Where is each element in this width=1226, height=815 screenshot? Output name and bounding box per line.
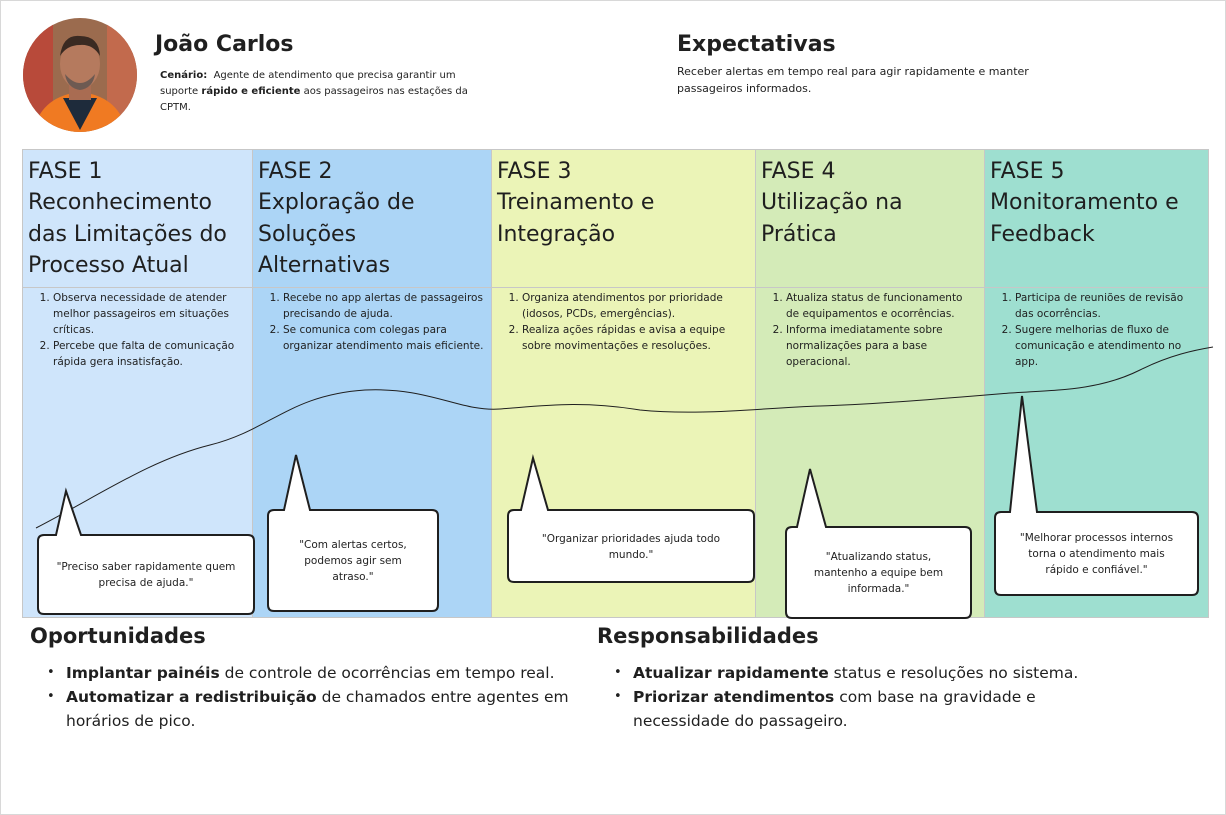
list-item: Priorizar atendimentos com base na gravi… bbox=[614, 685, 1133, 733]
phase-header: FASE 3 Treinamento e Integração bbox=[492, 150, 755, 288]
quote-text: "Atualizando status, mantenho a equipe b… bbox=[813, 551, 944, 595]
quote-bubble-4: "Atualizando status, mantenho a equipe b… bbox=[785, 467, 972, 619]
phase-steps: Participa de reuniões de revisão das oco… bbox=[997, 290, 1202, 370]
step-item: Informa imediatamente sobre normalizaçõe… bbox=[786, 322, 978, 370]
phase-label: FASE 2 bbox=[258, 159, 333, 184]
phase-title: Treinamento e Integração bbox=[497, 190, 655, 247]
phase-title: Utilização na Prática bbox=[761, 190, 903, 247]
quote-bubble-5: "Melhorar processos internos torna o ate… bbox=[994, 394, 1199, 597]
phase-steps: Observa necessidade de atender melhor pa… bbox=[35, 290, 246, 370]
step-item: Percebe que falta de comunicação rápida … bbox=[53, 338, 246, 370]
scenario-bold: rápido e eficiente bbox=[201, 86, 301, 97]
step-item: Atualiza status de funcionamento de equi… bbox=[786, 290, 978, 322]
persona-scenario: Cenário: Agente de atendimento que preci… bbox=[160, 68, 490, 116]
phase-label: FASE 4 bbox=[761, 159, 836, 184]
phase-label: FASE 1 bbox=[28, 159, 103, 184]
quote-bubble-3: "Organizar prioridades ajuda todo mundo.… bbox=[507, 454, 755, 584]
step-item: Se comunica com colegas para organizar a… bbox=[283, 322, 485, 354]
item-bold: Implantar painéis bbox=[66, 664, 220, 682]
quote-bubble-1: "Preciso saber rapidamente quem precisa … bbox=[37, 487, 255, 615]
item-text: de chamados entre agentes em horários de… bbox=[66, 688, 569, 730]
step-item: Observa necessidade de atender melhor pa… bbox=[53, 290, 246, 338]
responsibilities-title: Responsabilidades bbox=[597, 624, 819, 648]
phase-steps: Atualiza status de funcionamento de equi… bbox=[768, 290, 978, 370]
list-item: Implantar painéis de controle de ocorrên… bbox=[47, 661, 586, 685]
scenario-text-1: Agente de atendimento que precisa garant… bbox=[160, 70, 456, 97]
persona-name: João Carlos bbox=[155, 32, 294, 57]
step-item: Organiza atendimentos por prioridade (id… bbox=[522, 290, 749, 322]
quote-text: "Organizar prioridades ajuda todo mundo.… bbox=[541, 533, 721, 561]
step-item: Participa de reuniões de revisão das oco… bbox=[1015, 290, 1202, 322]
quote-text: "Com alertas certos, podemos agir sem at… bbox=[299, 539, 407, 583]
expectations-title: Expectativas bbox=[677, 32, 836, 57]
phase-label: FASE 3 bbox=[497, 159, 572, 184]
item-bold: Automatizar a redistribuição bbox=[66, 688, 317, 706]
quote-bubble-2: "Com alertas certos, podemos agir sem at… bbox=[267, 453, 439, 613]
step-item: Recebe no app alertas de passageiros pre… bbox=[283, 290, 485, 322]
item-bold: Atualizar rapidamente bbox=[633, 664, 829, 682]
item-text: status e resoluções no sistema. bbox=[828, 664, 1079, 682]
phase-header: FASE 4 Utilização na Prática bbox=[756, 150, 984, 288]
item-text: com base na gravidade e necessidade do p… bbox=[633, 688, 1036, 730]
phase-header: FASE 5 Monitoramento e Feedback bbox=[985, 150, 1208, 288]
step-item: Sugere melhorias de fluxo de comunicação… bbox=[1015, 322, 1202, 370]
responsibilities-list: Atualizar rapidamente status e resoluçõe… bbox=[597, 661, 1133, 733]
phase-steps: Recebe no app alertas de passageiros pre… bbox=[265, 290, 485, 354]
quote-text: "Preciso saber rapidamente quem precisa … bbox=[56, 561, 236, 589]
phase-title: Exploração de Soluções Alternativas bbox=[258, 190, 415, 278]
expectations-text: Receber alertas em tempo real para agir … bbox=[677, 65, 1029, 95]
quote-text: "Melhorar processos internos torna o ate… bbox=[1019, 532, 1174, 576]
opportunities-title: Oportunidades bbox=[30, 624, 206, 648]
phase-title: Reconhecimento das Limitações do Process… bbox=[28, 190, 227, 278]
phase-steps: Organiza atendimentos por prioridade (id… bbox=[504, 290, 749, 354]
scenario-text-2: aos passageiros nas estações da CPTM. bbox=[160, 86, 468, 113]
scenario-label: Cenário: bbox=[160, 70, 208, 81]
item-text: de controle de ocorrências em tempo real… bbox=[219, 664, 555, 682]
phase-title: Monitoramento e Feedback bbox=[990, 190, 1179, 247]
step-item: Realiza ações rápidas e avisa a equipe s… bbox=[522, 322, 749, 354]
list-item: Automatizar a redistribuição de chamados… bbox=[47, 685, 586, 733]
phase-header: FASE 1 Reconhecimento das Limitações do … bbox=[23, 150, 252, 288]
item-bold: Priorizar atendimentos bbox=[633, 688, 835, 706]
list-item: Atualizar rapidamente status e resoluçõe… bbox=[614, 661, 1133, 685]
phase-label: FASE 5 bbox=[990, 159, 1065, 184]
phase-header: FASE 2 Exploração de Soluções Alternativ… bbox=[253, 150, 491, 288]
opportunities-list: Implantar painéis de controle de ocorrên… bbox=[30, 661, 586, 733]
